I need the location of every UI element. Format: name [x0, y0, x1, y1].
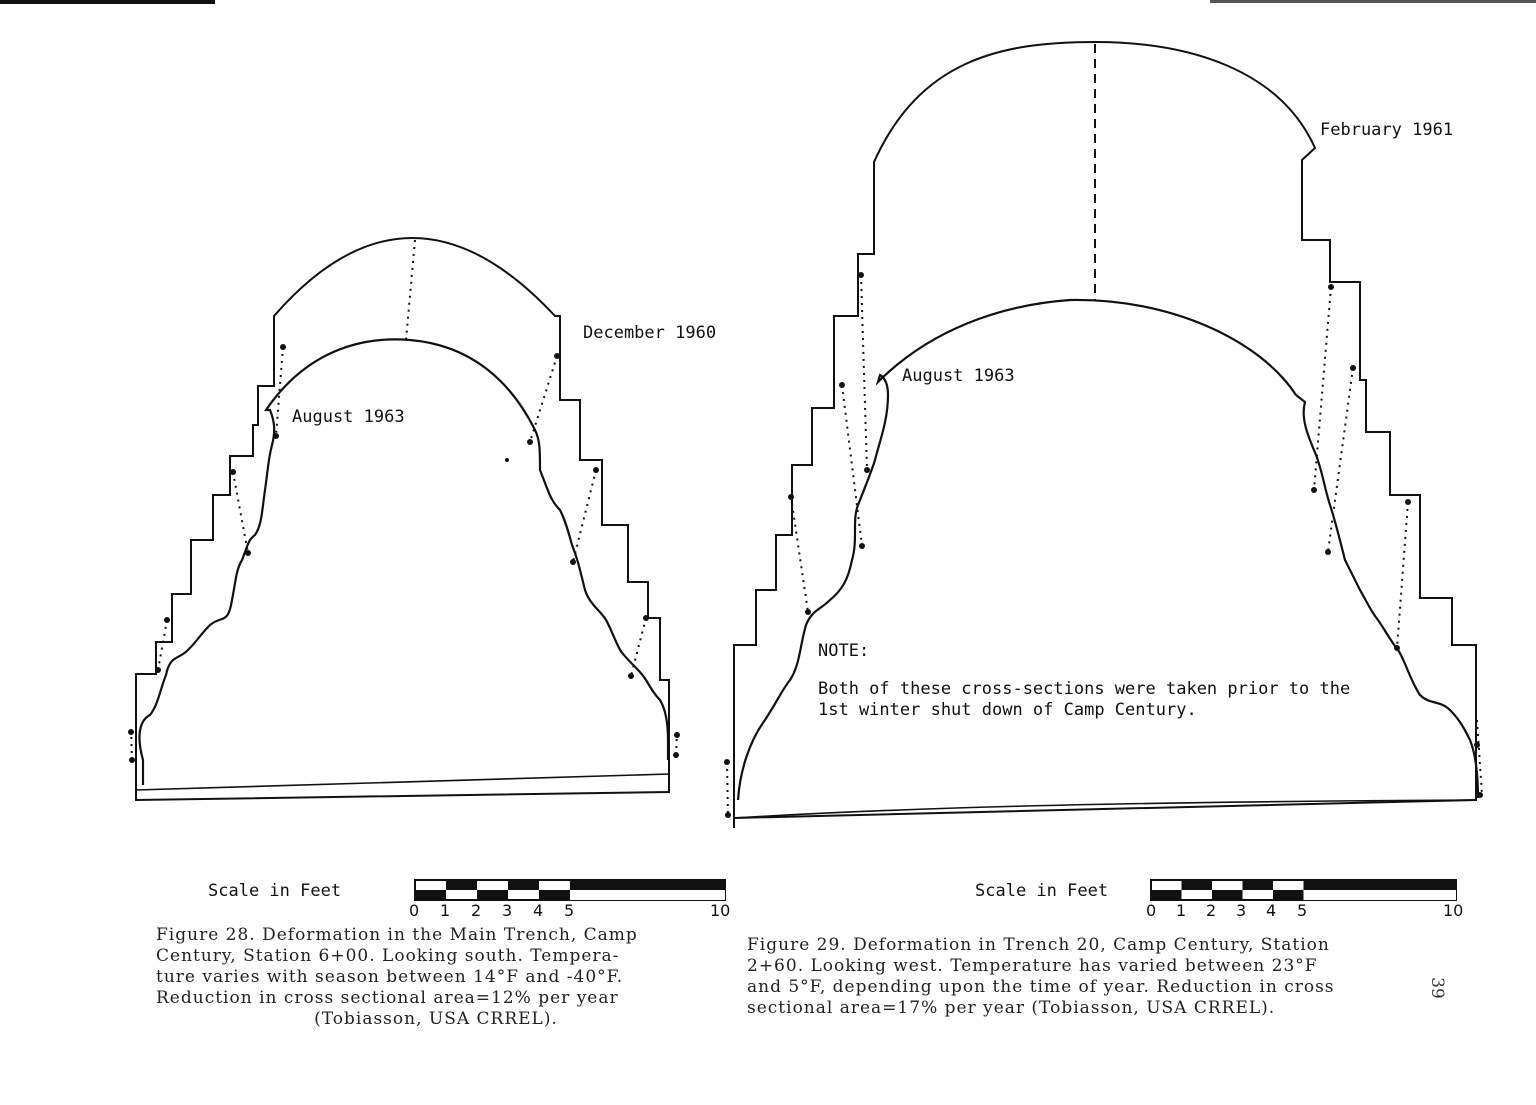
caption-line: Reduction in cross sectional area=12% pe…	[156, 988, 619, 1008]
figure-28	[128, 237, 680, 802]
fig28-center-line	[405, 239, 416, 341]
fig28-dotted-markers	[130, 346, 678, 761]
fig29-label-february-1961: February 1961	[1320, 120, 1453, 140]
fig29-scale-title: Scale in Feet	[975, 881, 1108, 901]
fig29-scale-bar	[1150, 879, 1457, 901]
scale-tick: 2	[471, 901, 481, 920]
scale-tick: 5	[564, 901, 574, 920]
top-edge-bar	[0, 0, 215, 4]
caption-line: 2+60. Looking west. Temperature has vari…	[747, 956, 1318, 976]
fig28-caption: Figure 28. Deformation in the Main Trenc…	[156, 925, 716, 1030]
top-edge-bar-right	[1210, 0, 1536, 3]
scale-tick: 10	[710, 901, 730, 920]
scale-tick: 3	[502, 901, 512, 920]
fig29-floor-line	[733, 799, 1477, 819]
scale-tick: 2	[1206, 901, 1216, 920]
fig28-august-1963-outline	[138, 338, 670, 785]
figure-29	[724, 40, 1483, 828]
fig28-scale-bar	[414, 879, 726, 901]
fig29-february-1961-outline	[733, 40, 1477, 828]
scale-tick: 3	[1236, 901, 1246, 920]
caption-line: ture varies with season between 14°F and…	[156, 967, 624, 987]
fig28-label-december-1960: December 1960	[583, 323, 716, 343]
caption-line: and 5°F, depending upon the time of year…	[747, 977, 1335, 997]
scale-tick: 4	[1266, 901, 1276, 920]
fig29-note-line-1: Both of these cross-sections were taken …	[818, 679, 1350, 699]
fig28-marker-dots	[128, 344, 680, 763]
fig28-scale-title: Scale in Feet	[208, 881, 341, 901]
fig28-label-august-1963: August 1963	[292, 407, 405, 427]
caption-line: Century, Station 6+00. Looking south. Te…	[156, 946, 620, 966]
caption-line: Figure 29. Deformation in Trench 20, Cam…	[747, 935, 1330, 955]
fig29-dotted-markers	[726, 274, 1483, 816]
fig29-scale-ticks: 0 1 2 3 4 5 10	[1146, 901, 1463, 920]
caption-line: sectional area=17% per year (Tobiasson, …	[747, 998, 1276, 1018]
scale-tick: 1	[1176, 901, 1186, 920]
fig29-note-title: NOTE:	[818, 641, 869, 661]
fig28-december-1960-outline	[135, 237, 670, 802]
caption-line: Figure 28. Deformation in the Main Trenc…	[156, 925, 638, 945]
fig29-label-august-1963: August 1963	[902, 366, 1015, 386]
fig28-floor-line	[135, 773, 670, 791]
fig29-marker-dots	[724, 272, 1483, 818]
fig29-august-1963-outline	[736, 298, 1480, 801]
scale-tick: 4	[533, 901, 543, 920]
scale-tick: 5	[1297, 901, 1307, 920]
fig29-caption: Figure 29. Deformation in Trench 20, Cam…	[747, 935, 1427, 1019]
scale-tick: 0	[1146, 901, 1156, 920]
scale-tick: 0	[409, 901, 419, 920]
fig28-scale-ticks: 0 1 2 3 4 5 10	[409, 901, 730, 920]
caption-credit: (Tobiasson, USA CRREL).	[314, 1009, 558, 1029]
scale-tick: 1	[440, 901, 450, 920]
fig29-note-line-2: 1st winter shut down of Camp Century.	[818, 700, 1197, 720]
page-number: 39	[1426, 977, 1447, 999]
scale-tick: 10	[1443, 901, 1463, 920]
